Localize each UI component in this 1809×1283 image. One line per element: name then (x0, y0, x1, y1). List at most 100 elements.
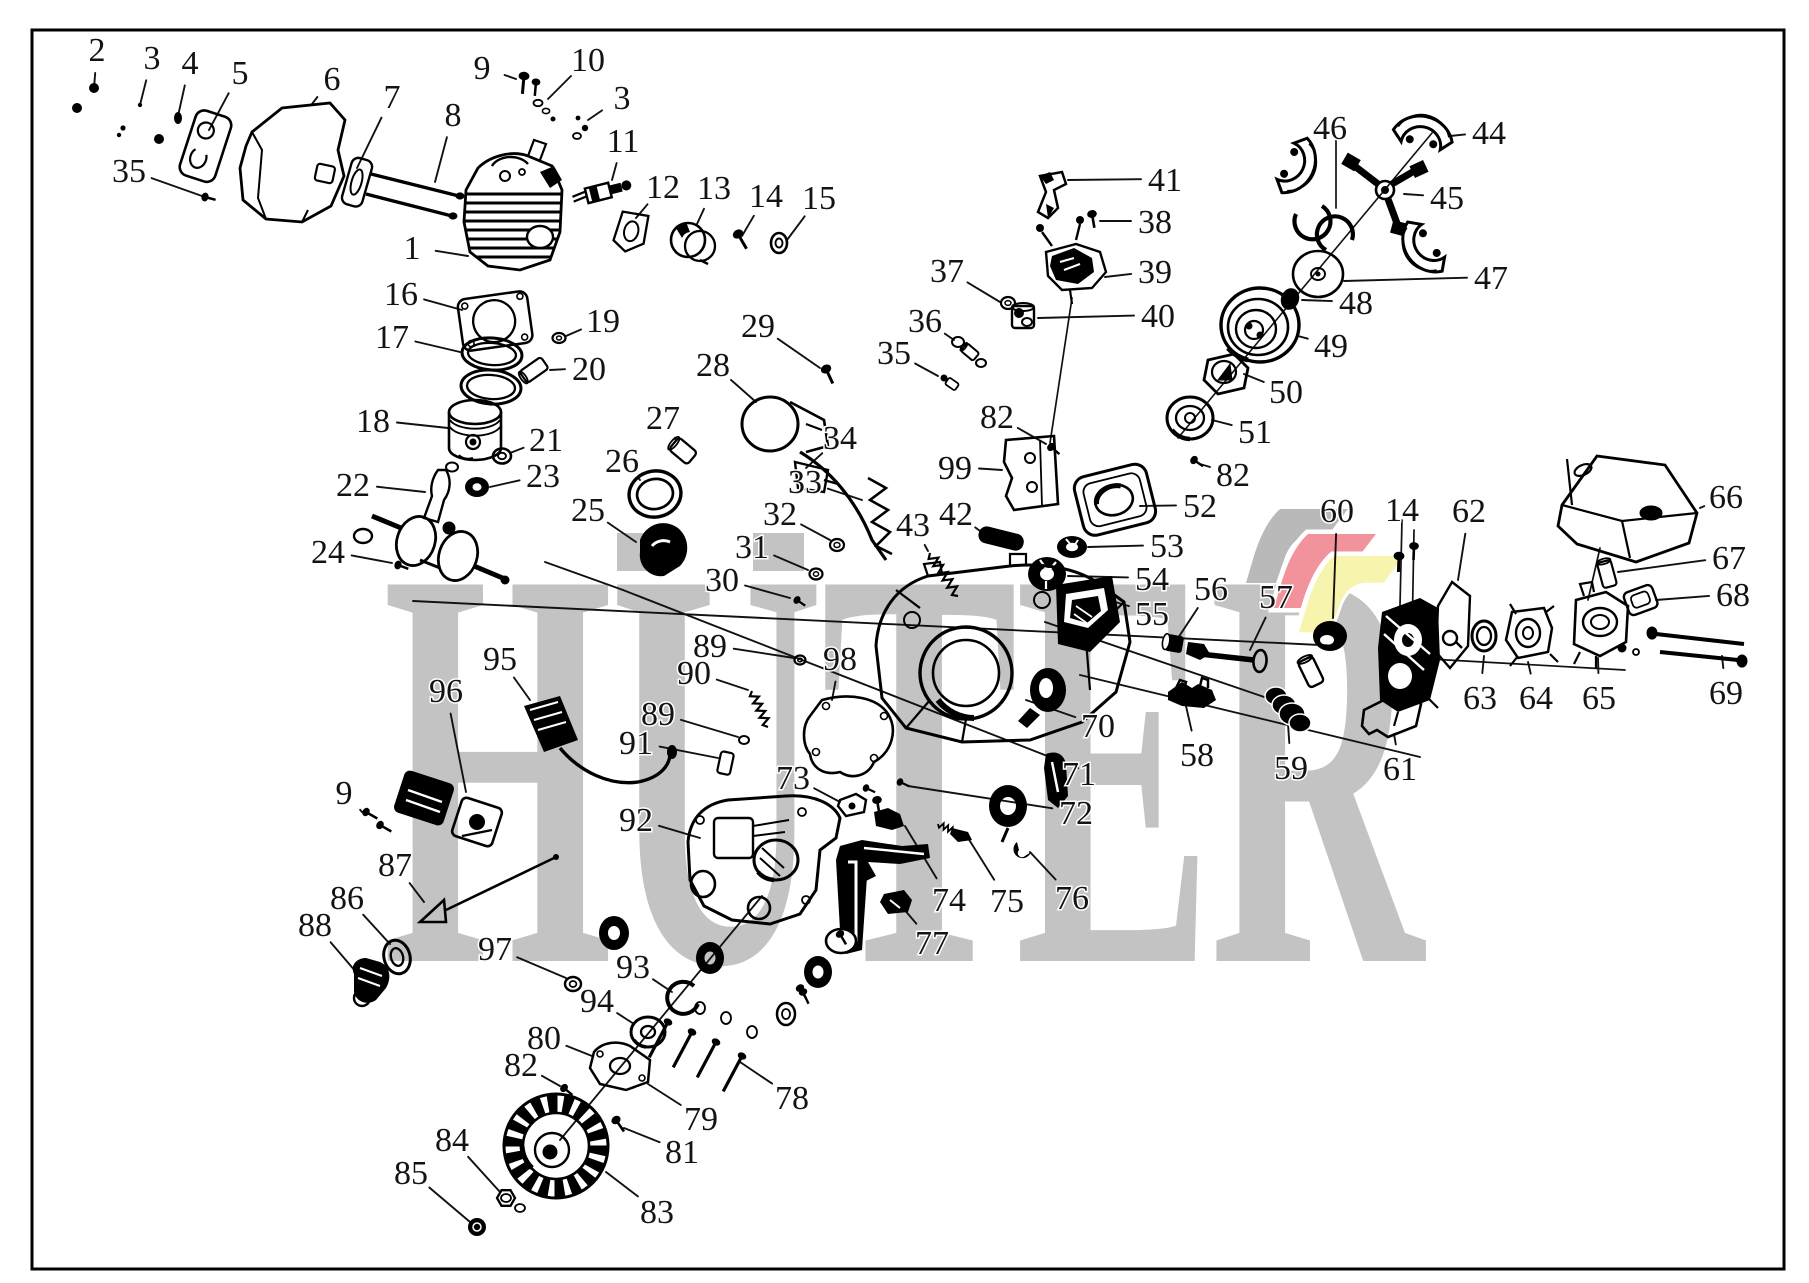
svg-text:52: 52 (1183, 488, 1217, 525)
svg-text:92: 92 (619, 802, 653, 839)
svg-text:69: 69 (1709, 675, 1743, 712)
svg-text:3: 3 (614, 80, 631, 117)
svg-text:25: 25 (571, 492, 605, 529)
svg-text:9: 9 (474, 50, 491, 87)
svg-text:81: 81 (665, 1134, 699, 1171)
svg-text:72: 72 (1059, 795, 1093, 832)
svg-text:63: 63 (1463, 680, 1497, 717)
svg-text:14: 14 (749, 178, 783, 215)
svg-text:8: 8 (445, 97, 462, 134)
svg-text:98: 98 (823, 641, 857, 678)
svg-text:76: 76 (1055, 880, 1089, 917)
svg-text:22: 22 (336, 467, 370, 504)
svg-text:49: 49 (1314, 328, 1348, 365)
svg-text:87: 87 (378, 847, 412, 884)
svg-text:74: 74 (932, 882, 966, 919)
svg-text:38: 38 (1138, 204, 1172, 241)
svg-text:30: 30 (705, 562, 739, 599)
svg-text:5: 5 (232, 55, 249, 92)
svg-text:85: 85 (394, 1155, 428, 1192)
svg-text:17: 17 (375, 319, 409, 356)
svg-text:1: 1 (404, 230, 421, 267)
svg-text:48: 48 (1339, 285, 1373, 322)
svg-text:41: 41 (1148, 162, 1182, 199)
svg-text:82: 82 (504, 1047, 538, 1084)
svg-text:64: 64 (1519, 680, 1553, 717)
svg-text:78: 78 (775, 1080, 809, 1117)
svg-text:24: 24 (311, 534, 345, 571)
svg-text:53: 53 (1150, 528, 1184, 565)
svg-text:36: 36 (908, 303, 942, 340)
svg-text:11: 11 (607, 123, 640, 160)
svg-text:83: 83 (640, 1194, 674, 1231)
svg-text:79: 79 (684, 1101, 718, 1138)
svg-text:99: 99 (938, 450, 972, 487)
svg-text:80: 80 (527, 1020, 561, 1057)
svg-text:97: 97 (478, 931, 512, 968)
svg-text:26: 26 (605, 443, 639, 480)
svg-text:70: 70 (1081, 708, 1115, 745)
svg-text:13: 13 (697, 170, 731, 207)
svg-text:77: 77 (915, 925, 949, 962)
svg-text:3: 3 (144, 40, 161, 77)
svg-text:32: 32 (763, 496, 797, 533)
svg-text:89: 89 (641, 696, 675, 733)
svg-text:71: 71 (1062, 756, 1096, 793)
svg-text:16: 16 (384, 276, 418, 313)
svg-text:12: 12 (646, 169, 680, 206)
svg-text:54: 54 (1135, 561, 1169, 598)
svg-text:57: 57 (1259, 579, 1293, 616)
svg-text:42: 42 (939, 496, 973, 533)
svg-text:45: 45 (1430, 180, 1464, 217)
svg-text:37: 37 (930, 253, 964, 290)
svg-text:60: 60 (1320, 493, 1354, 530)
svg-text:34: 34 (823, 420, 857, 457)
svg-text:61: 61 (1383, 751, 1417, 788)
svg-text:46: 46 (1313, 110, 1347, 147)
svg-text:18: 18 (356, 403, 390, 440)
svg-text:55: 55 (1135, 596, 1169, 633)
svg-text:58: 58 (1180, 737, 1214, 774)
svg-text:62: 62 (1452, 493, 1486, 530)
svg-text:40: 40 (1141, 298, 1175, 335)
svg-text:67: 67 (1712, 540, 1746, 577)
svg-text:4: 4 (182, 45, 199, 82)
svg-text:91: 91 (619, 725, 653, 762)
svg-text:65: 65 (1582, 680, 1616, 717)
svg-text:15: 15 (802, 180, 836, 217)
svg-text:35: 35 (112, 153, 146, 190)
svg-text:35: 35 (877, 335, 911, 372)
svg-text:84: 84 (435, 1122, 469, 1159)
svg-text:93: 93 (616, 949, 650, 986)
svg-text:33: 33 (788, 464, 822, 501)
svg-text:89: 89 (693, 628, 727, 665)
svg-text:31: 31 (735, 529, 769, 566)
svg-text:7: 7 (384, 79, 401, 116)
svg-text:73: 73 (776, 760, 810, 797)
svg-text:96: 96 (429, 673, 463, 710)
svg-text:29: 29 (741, 308, 775, 345)
svg-text:86: 86 (330, 880, 364, 917)
svg-text:51: 51 (1238, 414, 1272, 451)
svg-text:43: 43 (896, 507, 930, 544)
svg-text:68: 68 (1716, 577, 1750, 614)
svg-text:14: 14 (1385, 492, 1419, 529)
svg-text:9: 9 (336, 775, 353, 812)
svg-text:28: 28 (696, 347, 730, 384)
svg-text:47: 47 (1474, 260, 1508, 297)
svg-text:82: 82 (980, 399, 1014, 436)
svg-text:90: 90 (677, 655, 711, 692)
svg-text:20: 20 (572, 351, 606, 388)
svg-text:2: 2 (89, 32, 106, 69)
svg-text:19: 19 (586, 303, 620, 340)
svg-text:56: 56 (1194, 571, 1228, 608)
svg-text:44: 44 (1472, 115, 1506, 152)
svg-text:6: 6 (324, 61, 341, 98)
svg-text:27: 27 (646, 400, 680, 437)
svg-text:66: 66 (1709, 479, 1743, 516)
svg-text:88: 88 (298, 907, 332, 944)
svg-text:82: 82 (1216, 457, 1250, 494)
svg-text:21: 21 (529, 422, 563, 459)
svg-text:23: 23 (526, 458, 560, 495)
svg-text:95: 95 (483, 641, 517, 678)
